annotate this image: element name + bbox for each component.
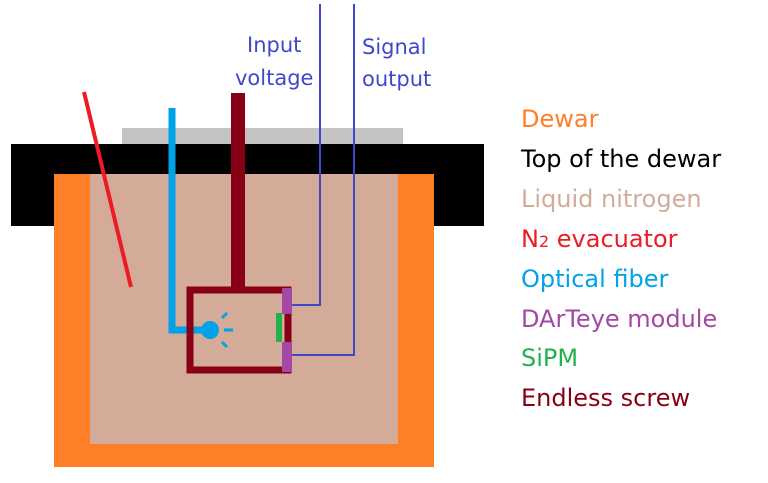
legend-dewar: Dewar [521,105,599,133]
legend-darteye-module: DArTeye module [521,305,718,333]
dewar-top-lid [11,144,484,226]
legend-top-of-dewar: Top of the dewar [521,145,722,173]
legend-sipm: SiPM [521,344,579,372]
input-voltage-label-line1: Input [247,33,302,57]
darteye-connector-top [282,288,292,314]
input-voltage-label-line2: voltage [235,66,314,90]
top-plate [122,128,403,144]
light-bulb-icon [201,321,219,339]
legend-n2-evacuator-sub: 2 [538,232,550,251]
light-rays-icon [220,311,233,349]
darteye-connector-bottom [282,342,292,372]
legend-endless-screw: Endless screw [521,384,691,412]
sipm [276,313,282,342]
legend-n2-evacuator: N2 evacuator [521,227,678,251]
legend-n2-evacuator-n: N [521,225,539,253]
signal-output-label-line1: Signal [362,35,427,59]
endless-screw [231,93,245,288]
signal-output-label-line2: output [362,67,432,91]
legend-optical-fiber: Optical fiber [521,265,669,293]
optical-fiber [168,108,206,334]
darteye-module-frame [186,286,292,374]
legend-liquid-nitrogen: Liquid nitrogen [521,185,702,213]
input-voltage-wire [292,4,321,306]
legend-n2-evacuator-rest: evacuator [549,225,678,253]
n2-evacuator [82,91,133,288]
signal-output-wire [292,4,355,356]
